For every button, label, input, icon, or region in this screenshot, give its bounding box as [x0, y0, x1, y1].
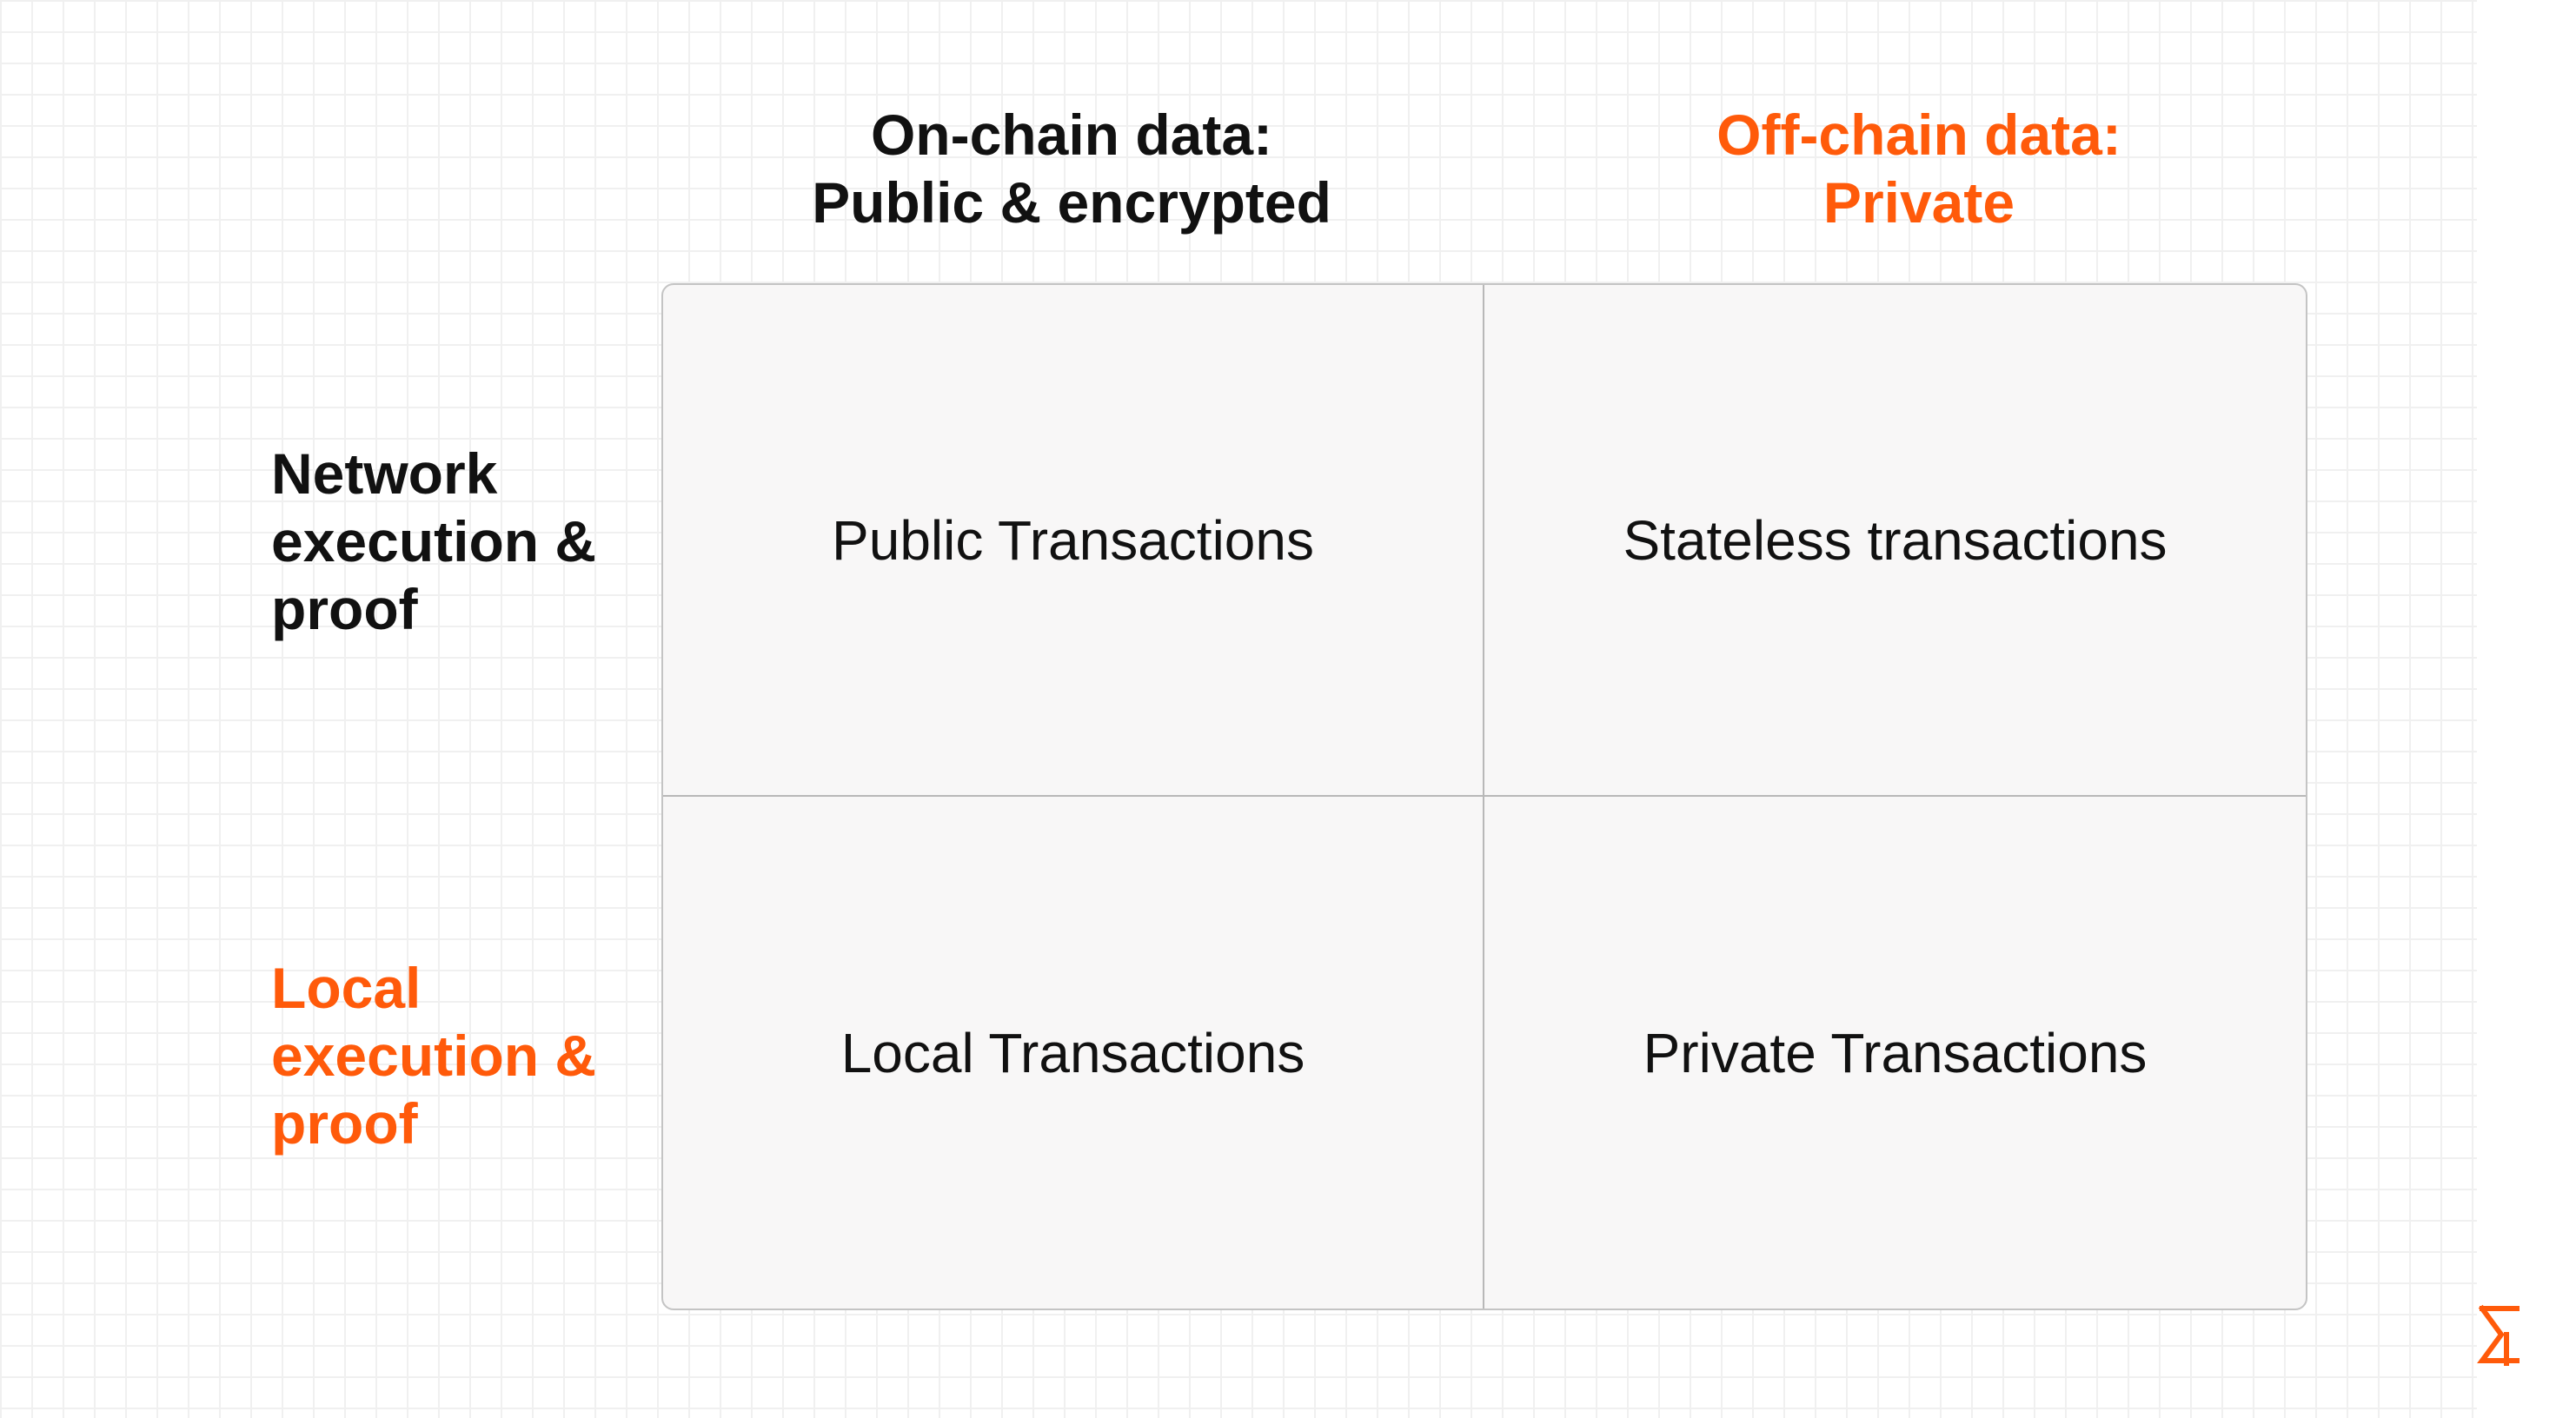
column-header-on-chain-line1: On-chain data: [870, 103, 1273, 167]
column-header-off-chain-line1: Off-chain data: [1716, 103, 2121, 167]
transaction-matrix: Public Transactions Stateless transactio… [661, 283, 2307, 1310]
cell-stateless-transactions: Stateless transactions [1484, 285, 2306, 797]
cell-public-transactions: Public Transactions [663, 285, 1484, 797]
row-header-network: Network execution & proof [271, 440, 636, 643]
row-header-network-line1: Network [271, 441, 498, 506]
cell-local-transactions: Local Transactions [663, 797, 1484, 1309]
row-header-local-line3: proof [271, 1091, 418, 1156]
column-header-on-chain-line2: Public & encrypted [812, 170, 1331, 235]
row-header-local-line1: Local [271, 956, 422, 1020]
column-header-on-chain: On-chain data: Public & encrypted [741, 101, 1402, 236]
row-header-network-line2: execution & [271, 509, 597, 573]
row-header-local: Local execution & proof [271, 954, 636, 1157]
row-header-network-line3: proof [271, 577, 418, 641]
row-header-local-line2: execution & [271, 1024, 597, 1088]
sigma-logo-icon [2477, 1304, 2520, 1366]
column-header-off-chain: Off-chain data: Private [1589, 101, 2249, 236]
column-header-off-chain-line2: Private [1822, 170, 2015, 235]
cell-private-transactions: Private Transactions [1643, 1021, 2148, 1084]
